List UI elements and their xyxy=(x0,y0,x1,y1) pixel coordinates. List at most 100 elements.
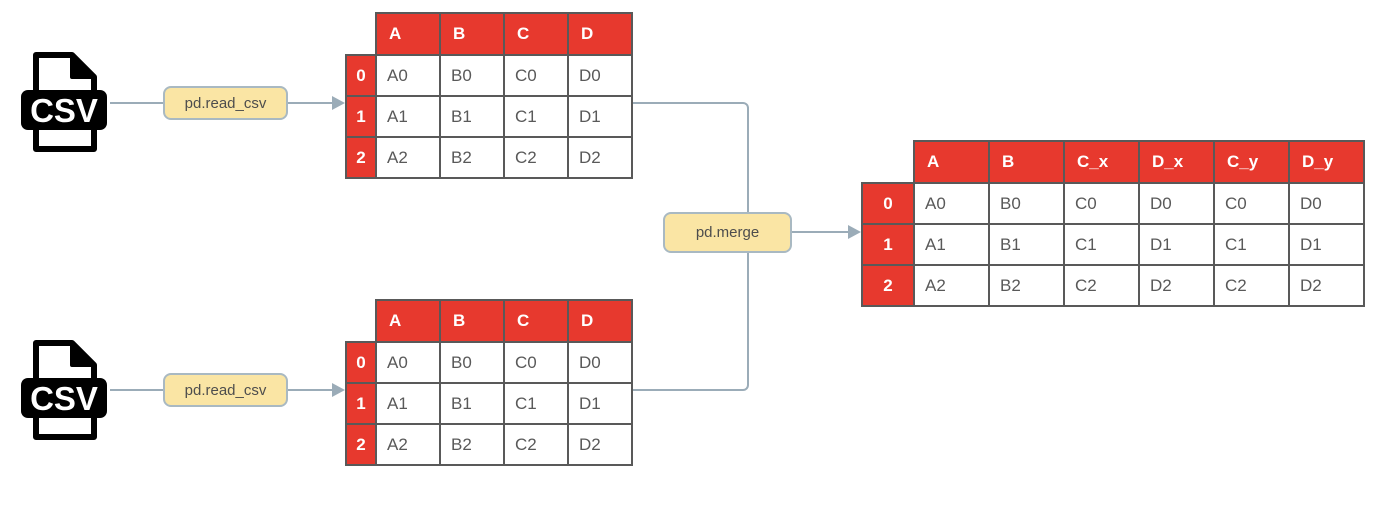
cell: D0 xyxy=(1288,182,1365,225)
row-index: 0 xyxy=(345,341,377,384)
header-row: A B C_x D_x C_y D_y xyxy=(862,140,1365,184)
table-row: 2 A2 B2 C2 D2 C2 D2 xyxy=(861,264,1365,307)
table-row: 1 A1 B1 C1 D1 C1 D1 xyxy=(861,223,1365,266)
cell: A1 xyxy=(913,223,990,266)
cell: C0 xyxy=(1063,182,1140,225)
cell: A2 xyxy=(913,264,990,307)
cell: D1 xyxy=(1138,223,1215,266)
cell: C2 xyxy=(1213,264,1290,307)
header-row: A B C D xyxy=(346,12,633,56)
column-header: B xyxy=(439,12,505,56)
dataframe-merged: A B C_x D_x C_y D_y 0 A0 B0 C0 D0 C0 D0 … xyxy=(861,140,1365,307)
connector-readcsv-to-table-bottom xyxy=(288,389,334,391)
csv-file-icon-bottom: CSV xyxy=(21,340,107,440)
cell: C0 xyxy=(1213,182,1290,225)
cell: A2 xyxy=(375,136,441,179)
column-header: B xyxy=(439,299,505,343)
table-row: 0 A0 B0 C0 D0 C0 D0 xyxy=(861,182,1365,225)
read-csv-label-bottom: pd.read_csv xyxy=(163,373,288,407)
row-index: 0 xyxy=(345,54,377,97)
column-header: C xyxy=(503,299,569,343)
cell: C1 xyxy=(1063,223,1140,266)
merge-label-text: pd.merge xyxy=(695,224,760,241)
cell: C1 xyxy=(1213,223,1290,266)
arrow-right-icon-bottom xyxy=(332,383,345,397)
cell: A0 xyxy=(913,182,990,225)
column-header: D_y xyxy=(1288,140,1365,184)
cell: D1 xyxy=(1288,223,1365,266)
table-row: 1 A1 B1 C1 D1 xyxy=(345,382,633,425)
cell: C0 xyxy=(503,341,569,384)
column-header: A xyxy=(375,12,441,56)
cell: B2 xyxy=(988,264,1065,307)
cell: D1 xyxy=(567,382,633,425)
cell: B1 xyxy=(988,223,1065,266)
table-corner xyxy=(346,13,376,55)
column-header: A xyxy=(375,299,441,343)
header-row: A B C D xyxy=(346,299,633,343)
cell: D2 xyxy=(1138,264,1215,307)
arrow-right-icon-merge xyxy=(848,225,861,239)
cell: C1 xyxy=(503,382,569,425)
cell: B1 xyxy=(439,95,505,138)
cell: B0 xyxy=(988,182,1065,225)
column-header: C_y xyxy=(1213,140,1290,184)
column-header: B xyxy=(988,140,1065,184)
cell: A0 xyxy=(375,54,441,97)
row-index: 2 xyxy=(861,264,915,307)
cell: C2 xyxy=(503,423,569,466)
column-header: D_x xyxy=(1138,140,1215,184)
cell: C2 xyxy=(1063,264,1140,307)
table-corner xyxy=(346,300,376,342)
connector-csv-to-readcsv-top xyxy=(110,102,163,104)
cell: A1 xyxy=(375,382,441,425)
read-csv-label-top: pd.read_csv xyxy=(163,86,288,120)
read-csv-label-top-text: pd.read_csv xyxy=(184,94,267,112)
table-corner xyxy=(862,141,914,183)
column-header: C_x xyxy=(1063,140,1140,184)
cell: D0 xyxy=(567,341,633,384)
cell: A2 xyxy=(375,423,441,466)
arrow-right-icon-top xyxy=(332,96,345,110)
row-index: 1 xyxy=(345,382,377,425)
cell: B0 xyxy=(439,341,505,384)
cell: B2 xyxy=(439,136,505,179)
column-header: D xyxy=(567,299,633,343)
cell: B2 xyxy=(439,423,505,466)
cell: B1 xyxy=(439,382,505,425)
dataframe-top: A B C D 0 A0 B0 C0 D0 1 A1 B1 C1 D1 xyxy=(345,12,633,179)
cell: D1 xyxy=(567,95,633,138)
read-csv-label-bottom-text: pd.read_csv xyxy=(184,381,267,399)
table-row: 2 A2 B2 C2 D2 xyxy=(345,423,633,466)
cell: C1 xyxy=(503,95,569,138)
column-header: C xyxy=(503,12,569,56)
cell: B0 xyxy=(439,54,505,97)
table-row: 0 A0 B0 C0 D0 xyxy=(345,54,633,97)
row-index: 1 xyxy=(861,223,915,266)
cell: D2 xyxy=(567,423,633,466)
cell: C0 xyxy=(503,54,569,97)
table-row: 2 A2 B2 C2 D2 xyxy=(345,136,633,179)
table-row: 0 A0 B0 C0 D0 xyxy=(345,341,633,384)
connector-csv-to-readcsv-bottom xyxy=(110,389,163,391)
cell: D0 xyxy=(1138,182,1215,225)
csv-icon-label: CSV xyxy=(30,92,98,129)
row-index: 1 xyxy=(345,95,377,138)
merge-label: pd.merge xyxy=(663,212,792,253)
cell: A1 xyxy=(375,95,441,138)
column-header: A xyxy=(913,140,990,184)
row-index: 2 xyxy=(345,423,377,466)
row-index: 0 xyxy=(861,182,915,225)
dataframe-bottom: A B C D 0 A0 B0 C0 D0 1 A1 B1 C1 D1 xyxy=(345,299,633,466)
cell: C2 xyxy=(503,136,569,179)
row-index: 2 xyxy=(345,136,377,179)
cell: D0 xyxy=(567,54,633,97)
table-row: 1 A1 B1 C1 D1 xyxy=(345,95,633,138)
cell: D2 xyxy=(567,136,633,179)
csv-icon-label: CSV xyxy=(30,380,98,417)
connector-merge-to-table xyxy=(792,231,850,233)
column-header: D xyxy=(567,12,633,56)
cell: A0 xyxy=(375,341,441,384)
connector-readcsv-to-table-top xyxy=(288,102,334,104)
